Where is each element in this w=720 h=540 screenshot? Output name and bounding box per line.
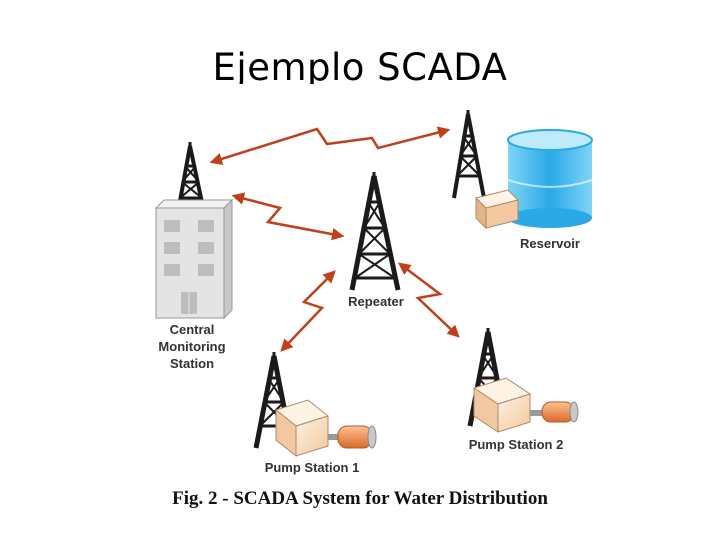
link-central-reservoir <box>209 126 451 165</box>
pump1-motor-icon <box>328 425 377 449</box>
central-label-line2: Monitoring <box>158 339 225 354</box>
reservoir-label: Reservoir <box>520 236 580 251</box>
water-tank-icon <box>507 129 593 228</box>
pump2-rtu-box-icon <box>472 377 532 433</box>
link-repeater-pump1 <box>280 270 336 352</box>
link-repeater-pump2 <box>398 262 460 338</box>
repeater-tower-icon <box>349 172 401 291</box>
figure-caption: Fig. 2 - SCADA System for Water Distribu… <box>172 488 548 509</box>
central-label-line3: Station <box>170 356 214 371</box>
slide-title: Ejemplo SCADA <box>212 46 508 84</box>
central-label-line1: Central <box>170 322 215 337</box>
pump1-rtu-box-icon <box>274 399 330 458</box>
scada-diagram: Central Monitoring Station Repeater <box>152 104 600 484</box>
repeater-label: Repeater <box>348 294 404 309</box>
reservoir-rtu-box-icon <box>475 189 519 230</box>
reservoir-tower-icon <box>452 110 486 199</box>
pump2-label: Pump Station 2 <box>469 437 564 452</box>
building-icon <box>154 198 234 320</box>
pump1-label: Pump Station 1 <box>265 460 360 475</box>
link-central-repeater <box>231 192 345 241</box>
pump2-motor-icon <box>530 401 579 423</box>
